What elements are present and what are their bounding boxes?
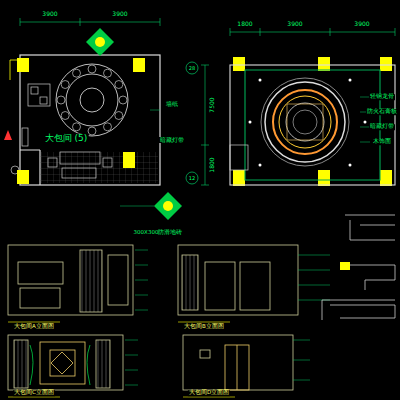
drawing-caption: 大包间B立面图	[183, 324, 225, 330]
annotation-text: 轻钢龙骨	[369, 94, 395, 100]
chair-symbol	[88, 65, 96, 73]
dimension-text: 3900	[41, 11, 58, 17]
dimension-text: 1800	[209, 156, 215, 173]
chair-symbol	[57, 96, 65, 104]
annotation-text: 大包间 (5)	[44, 134, 89, 143]
drawing-caption: 大包间C立面图	[13, 390, 55, 396]
chair-symbol	[104, 69, 112, 77]
chair-symbol	[61, 81, 69, 89]
chair-symbol	[88, 127, 96, 135]
annotation-text: 28	[188, 66, 196, 71]
annotation-text: 墙纸	[165, 101, 179, 107]
dimension-text: 3900	[286, 21, 303, 27]
annotation-text: 防火石膏板	[366, 109, 398, 115]
chair-symbol	[73, 123, 81, 131]
annotation-text: 暗藏灯带	[369, 124, 395, 130]
dimension-text: 3900	[353, 21, 370, 27]
chair-symbol	[104, 123, 112, 131]
chair-symbol	[115, 81, 123, 89]
drawing-caption: 大包间A立面图	[13, 324, 55, 330]
dimension-text: 7500	[209, 96, 215, 113]
annotation-text: 暗藏灯带	[159, 137, 185, 143]
chair-symbol	[73, 69, 81, 77]
annotation-text: 木饰面	[372, 139, 392, 145]
dimension-text: 3900	[111, 11, 128, 17]
chair-symbol	[115, 112, 123, 120]
annotation-text: 300X300防滑地砖	[133, 230, 184, 236]
drawing-caption: 大包间D立面图	[188, 390, 230, 396]
chair-symbol	[119, 96, 127, 104]
annotation-text: 12	[188, 176, 196, 181]
dimension-text: 1800	[236, 21, 253, 27]
chair-symbol	[61, 112, 69, 120]
